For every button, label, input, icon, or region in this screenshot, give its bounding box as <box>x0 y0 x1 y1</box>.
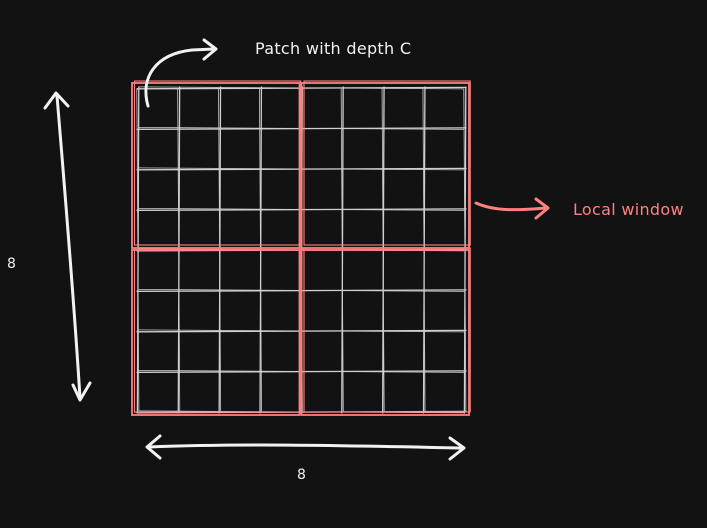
arrow-right-icon <box>474 197 550 220</box>
width-label: 8 <box>297 467 307 483</box>
local-window-box <box>300 82 470 249</box>
patch-depth-label: Patch with depth C <box>255 39 412 58</box>
curved-arrow-icon <box>144 38 218 108</box>
local-window-box <box>131 82 301 249</box>
local-window-box <box>133 80 302 246</box>
local-windows <box>131 80 471 416</box>
local-window-box <box>303 247 471 413</box>
height-label: 8 <box>7 256 17 272</box>
double-arrow-vertical-icon <box>43 91 92 402</box>
local-window-box <box>131 249 301 416</box>
double-arrow-horizontal-icon <box>145 434 466 461</box>
local-window-label: Local window <box>573 200 684 219</box>
local-window-box <box>303 80 471 246</box>
local-window-box <box>300 249 470 416</box>
